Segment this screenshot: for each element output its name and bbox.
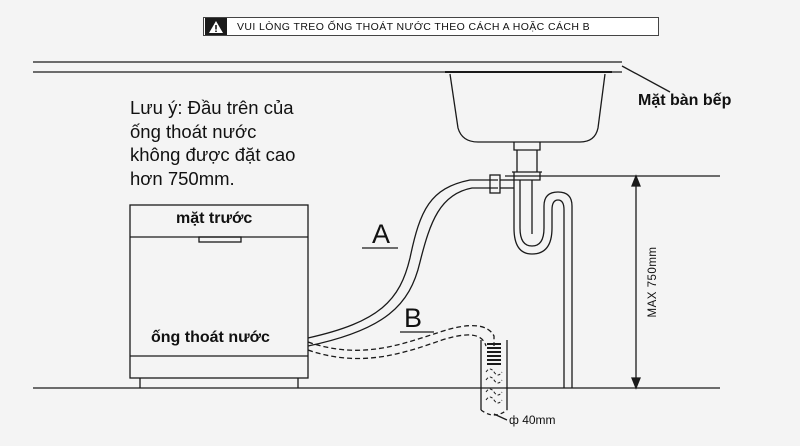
- standpipe-grate: [487, 343, 501, 365]
- p-trap: [513, 180, 573, 388]
- option-a-label: A: [372, 219, 391, 249]
- drain-hose-label: ống thoát nước: [151, 329, 270, 346]
- front-label: mặt trước: [176, 210, 253, 227]
- note-line-4: hơn 750mm.: [130, 167, 235, 189]
- note-text: Lưu ý: Đầu trên của ống thoát nước không…: [130, 96, 360, 190]
- hose-a: [307, 179, 498, 339]
- countertop-pointer: [621, 65, 671, 93]
- countertop-label: Mặt bàn bếp: [638, 92, 732, 109]
- option-b-label: B: [404, 303, 423, 333]
- warning-icon: [205, 18, 227, 35]
- dishwasher-handle: [198, 236, 242, 243]
- arrow-down: [631, 377, 641, 390]
- sink-bowl: [449, 73, 606, 143]
- note-line-1: Lưu ý: Đầu trên của: [130, 97, 294, 118]
- max-height-label: MAX 750mm: [647, 247, 659, 318]
- arrow-up: [631, 174, 641, 187]
- hose-clamp: [489, 174, 501, 194]
- warning-banner: VUI LÒNG TREO ỐNG THOÁT NƯỚC THEO CÁCH A…: [203, 17, 659, 36]
- hose-b: [307, 325, 495, 351]
- note-line-3: không được đặt cao: [130, 144, 296, 165]
- pipe-diameter-label: ф 40mm: [509, 413, 556, 427]
- dishwasher-body: [129, 204, 309, 379]
- pipe-diameter-leader: [493, 413, 508, 421]
- sink-drain: [512, 142, 542, 181]
- note-line-2: ống thoát nước: [130, 120, 257, 142]
- warning-text: VUI LÒNG TREO ỐNG THOÁT NƯỚC THEO CÁCH A…: [237, 20, 591, 33]
